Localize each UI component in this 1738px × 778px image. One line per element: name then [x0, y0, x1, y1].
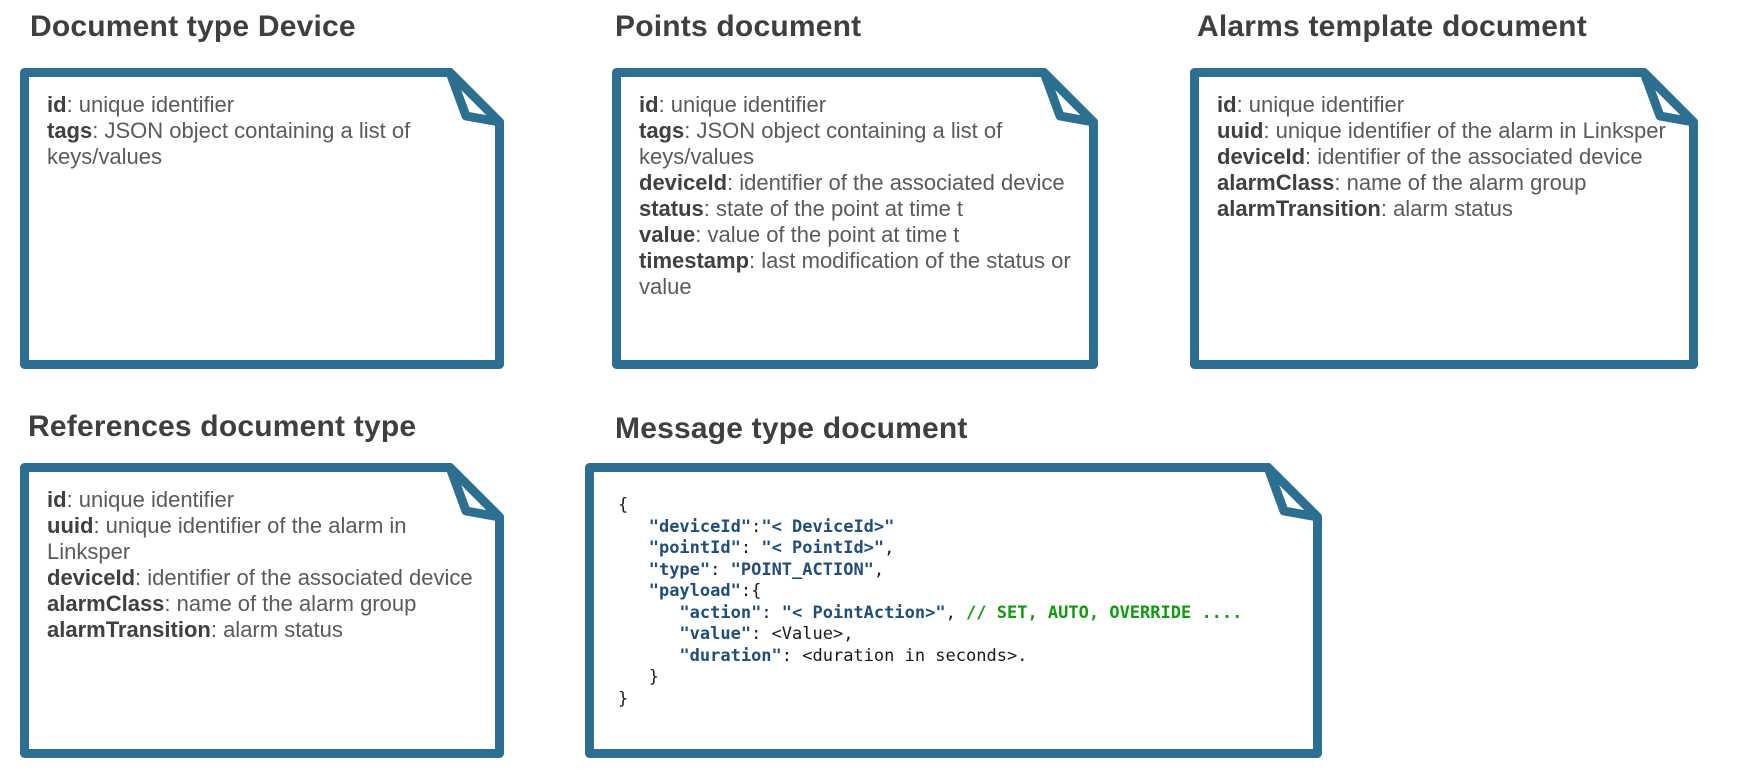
- field-line: id: unique identifier: [1217, 92, 1405, 117]
- card-title-device: Document type Device: [30, 10, 356, 43]
- field-line: tags: JSON object containing a list of k…: [47, 118, 411, 169]
- field-line: deviceId: identifier of the associated d…: [47, 565, 473, 590]
- field-line: alarmClass: name of the alarm group: [47, 591, 417, 616]
- field-line: id: unique identifier: [47, 92, 235, 117]
- folded-corner-document-icon: [612, 68, 1098, 369]
- document-shape-message: { "deviceId":"< DeviceId>" "pointId": "<…: [585, 463, 1322, 758]
- field-line: uuid: unique identifier of the alarm in …: [47, 513, 407, 564]
- field-line: deviceId: identifier of the associated d…: [1217, 144, 1643, 169]
- folded-corner-document-icon: [20, 463, 504, 758]
- field-line: alarmTransition: alarm status: [47, 617, 343, 642]
- card-title-alarms: Alarms template document: [1197, 10, 1587, 43]
- field-line: value: value of the point at time t: [639, 222, 960, 247]
- field-line: tags: JSON object containing a list of k…: [639, 118, 1003, 169]
- folded-corner-document-icon: [1190, 68, 1698, 369]
- card-title-references: References document type: [28, 410, 417, 443]
- field-line: id: unique identifier: [639, 92, 827, 117]
- field-line: uuid: unique identifier of the alarm in …: [1217, 118, 1666, 143]
- field-line: status: state of the point at time t: [639, 196, 964, 221]
- field-line: deviceId: identifier of the associated d…: [639, 170, 1065, 195]
- folded-corner-document-icon: [20, 68, 504, 369]
- card-title-message: Message type document: [615, 412, 968, 445]
- folded-corner-document-icon: [585, 463, 1322, 758]
- field-line: alarmTransition: alarm status: [1217, 196, 1513, 221]
- field-line: alarmClass: name of the alarm group: [1217, 170, 1587, 195]
- field-line: timestamp: last modification of the stat…: [639, 248, 1071, 299]
- field-line: id: unique identifier: [47, 487, 235, 512]
- card-title-points: Points document: [615, 10, 862, 43]
- message-json-code: { "deviceId":"< DeviceId>" "pointId": "<…: [618, 495, 1243, 709]
